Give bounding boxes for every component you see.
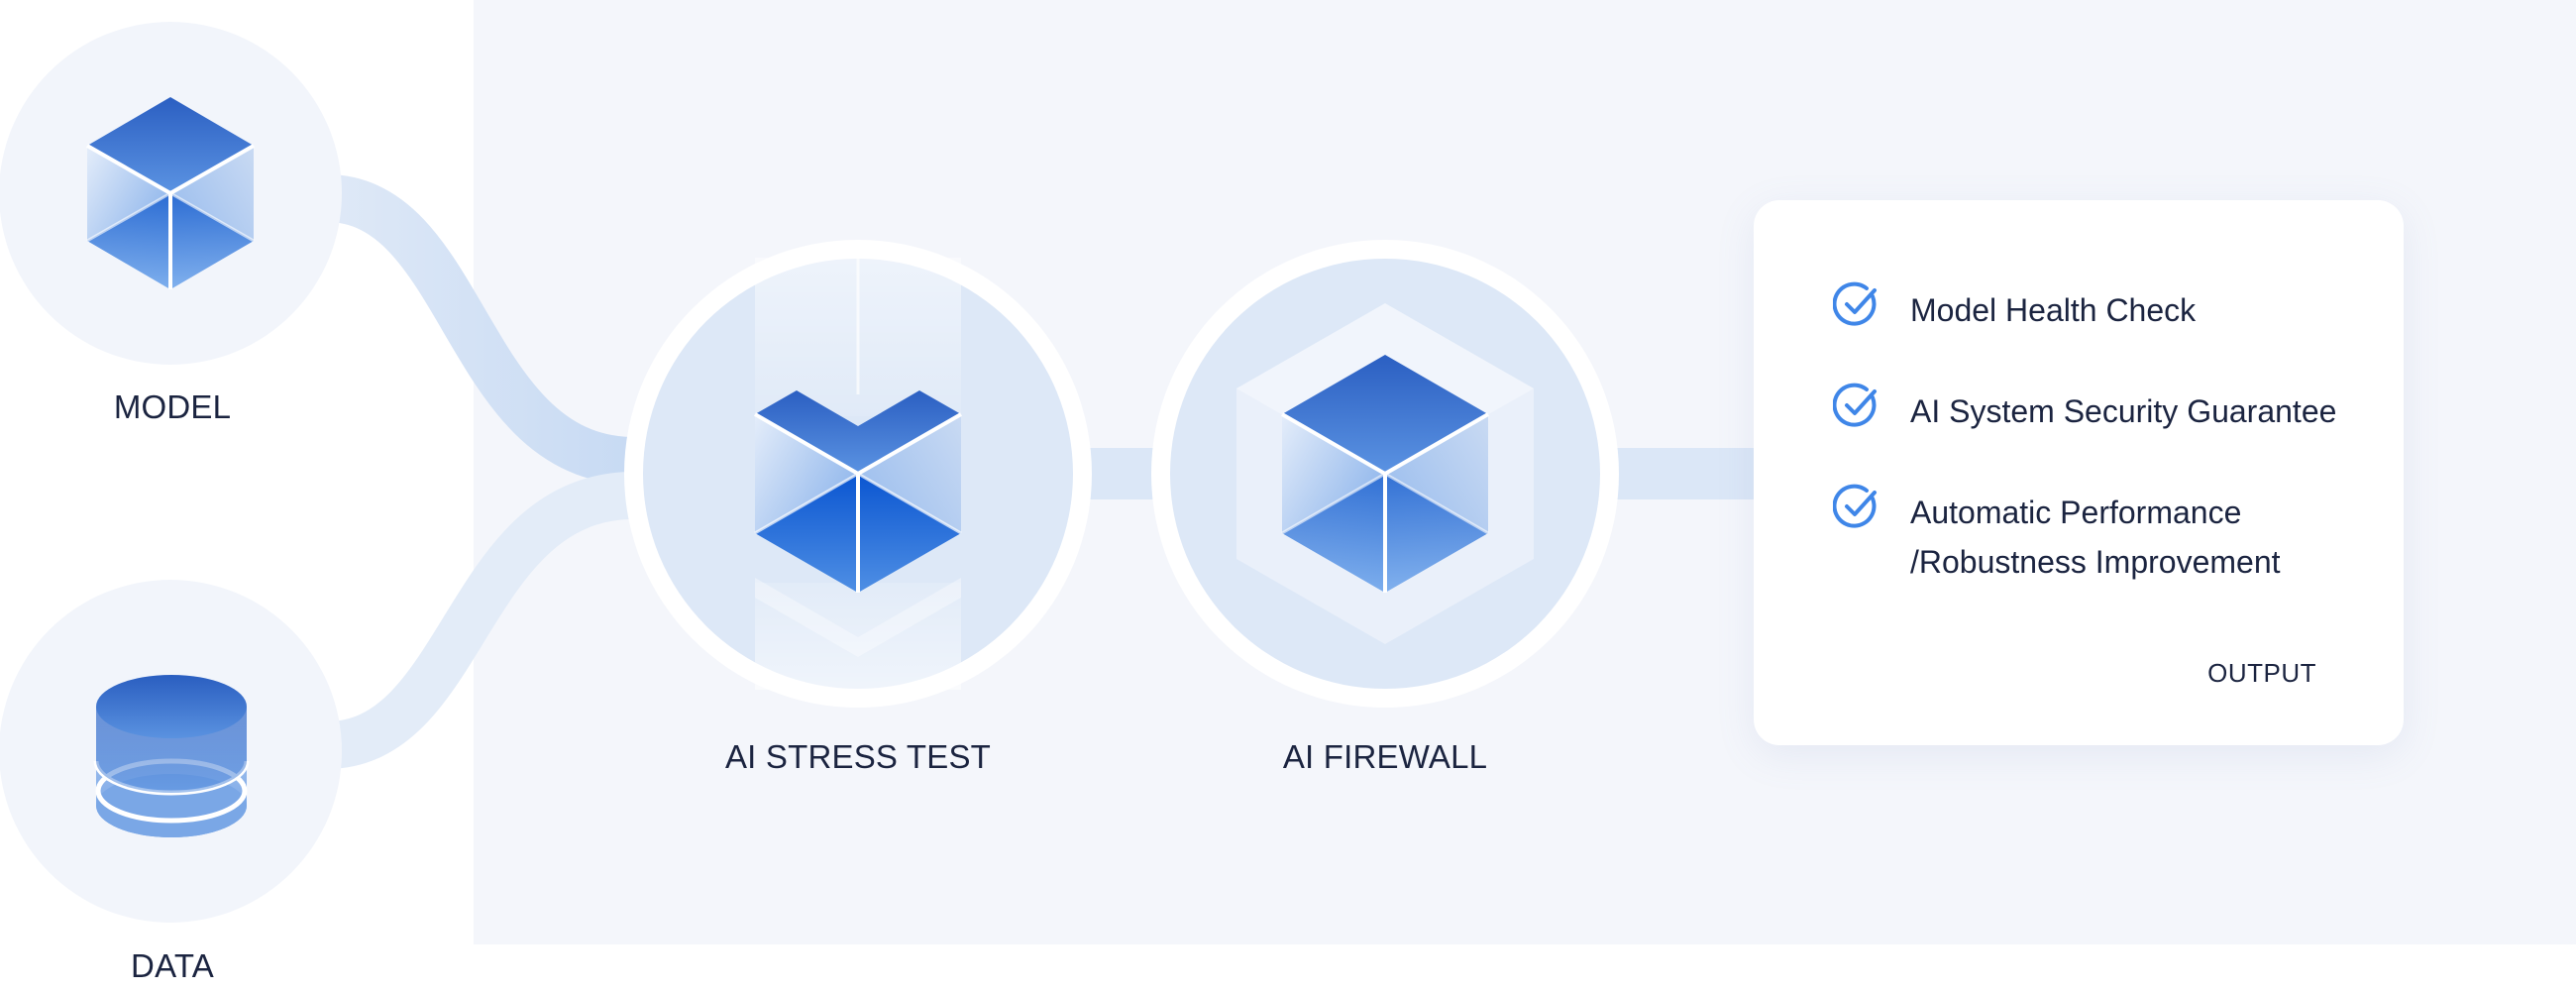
check-circle-icon <box>1833 484 1877 528</box>
data-label: DATA <box>131 947 214 984</box>
output-item: AI System Security Guarantee <box>1833 383 2337 436</box>
output-item: Automatic Performance /Robustness Improv… <box>1833 484 2281 587</box>
check-circle-icon <box>1833 281 1877 326</box>
stress-test-label: AI STRESS TEST <box>724 738 992 775</box>
firewall-label: AI FIREWALL <box>1282 738 1488 775</box>
check-circle-icon <box>1833 383 1877 427</box>
output-card: Model Health Check AI System Security Gu… <box>1754 200 2404 745</box>
database-icon <box>93 675 250 837</box>
output-item-text: Automatic Performance /Robustness Improv… <box>1910 495 2281 580</box>
output-label: OUTPUT <box>2207 658 2316 688</box>
stress-test-cube-icon <box>754 258 962 690</box>
firewall-to-output-connector <box>1615 448 1759 499</box>
model-connector <box>303 174 658 485</box>
output-item: Model Health Check <box>1833 281 2197 335</box>
model-label: MODEL <box>113 388 232 425</box>
firewall-cube-icon <box>1236 303 1534 644</box>
cube-icon <box>86 97 255 289</box>
output-item-text: AI System Security Guarantee <box>1910 393 2337 429</box>
data-connector <box>303 472 658 769</box>
output-item-text: Model Health Check <box>1910 292 2197 328</box>
